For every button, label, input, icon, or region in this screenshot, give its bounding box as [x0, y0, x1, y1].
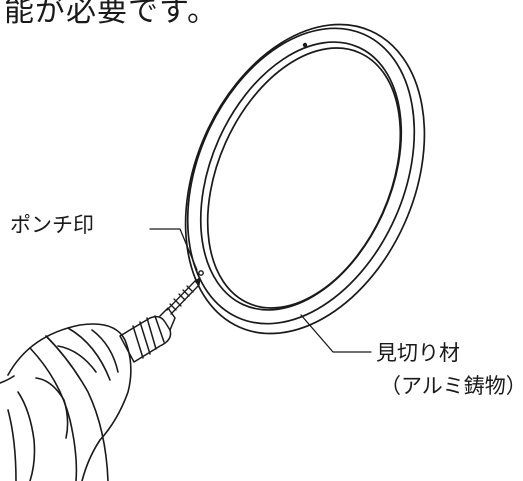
trim-name-label: 見切り材: [376, 341, 460, 365]
header-text: 能が必要です。: [4, 0, 218, 29]
punch-leader-line: [149, 228, 198, 271]
top-hole: [302, 42, 308, 48]
punch-mark-label: ポンチ印: [10, 213, 94, 237]
drill-body: [0, 323, 132, 481]
trim-label: 見切り材 （アルミ鋳物）: [376, 337, 523, 403]
drill-bit: [166, 277, 201, 315]
punch-mark-dot: [198, 270, 204, 276]
drill-chuck: [119, 307, 176, 363]
trim-material-label: （アルミ鋳物）: [380, 374, 523, 398]
trim-ring: [184, 23, 426, 335]
trim-leader-line: [300, 314, 372, 353]
